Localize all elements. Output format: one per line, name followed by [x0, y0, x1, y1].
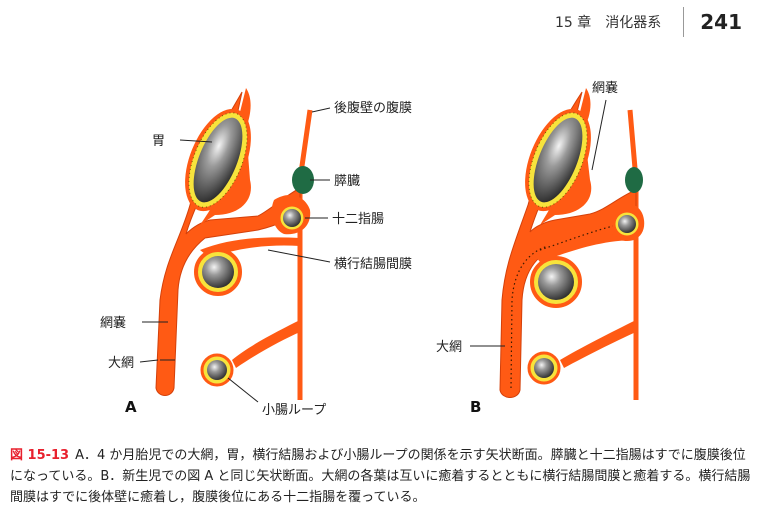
small-intestine-a-lumen	[207, 360, 227, 380]
fused-mesocolon-b	[530, 222, 636, 262]
transverse-colon-a-lumen	[202, 256, 234, 288]
panel-b-letter: B	[470, 398, 481, 416]
page-header: 15 章 消化器系 241	[554, 7, 742, 37]
panel-a-letter: A	[125, 398, 137, 416]
label-greater-omentum-a: 大網	[108, 356, 134, 371]
fusion-line-omentum	[510, 245, 549, 389]
label-duodenum: 十二指腸	[332, 212, 384, 227]
duodenum-a-lumen	[283, 209, 301, 227]
label-omental-bursa-b: 網嚢	[592, 80, 618, 96]
transverse-colon-b-lumen	[538, 264, 574, 300]
label-transverse-mesocolon: 横行結腸間膜	[334, 257, 412, 272]
header-divider	[683, 7, 685, 37]
label-posterior-peritoneum: 後腹壁の腹膜	[334, 100, 412, 116]
greater-omentum-a	[155, 91, 301, 396]
label-omental-bursa-a: 網嚢	[100, 315, 126, 331]
pancreas-a	[292, 166, 314, 194]
leader-lines-b	[470, 99, 607, 347]
pancreas-b	[625, 167, 643, 193]
panel-b-diagram: 網嚢 大網 B	[436, 80, 645, 416]
stomach-lumen	[193, 117, 243, 203]
chapter-title: 15 章 消化器系	[554, 15, 662, 31]
caption-number: 図 15-13	[10, 448, 70, 463]
panel-a-diagram: 胃 後腹壁の腹膜 膵臓 十二指腸 横行結腸間膜 網嚢 大網 小腸ループ A	[100, 88, 412, 418]
duodenum-b-lumen	[618, 215, 636, 233]
posterior-wall-peritoneum-b	[627, 109, 639, 400]
figure-15-13: 胃 後腹壁の腹膜 膵臓 十二指腸 横行結腸間膜 網嚢 大網 小腸ループ A	[100, 80, 645, 418]
small-intestine-b-lumen	[534, 358, 554, 378]
page-number: 241	[700, 10, 742, 34]
fusion-line-mesocolon	[539, 221, 631, 251]
label-stomach: 胃	[152, 134, 165, 149]
posterior-wall-peritoneum	[297, 109, 313, 400]
mesentery-a	[232, 320, 300, 368]
caption-text: A．4 か月胎児での大網，胃，横行結腸および小腸ループの関係を示す矢状断面。膵臓…	[10, 448, 751, 505]
label-small-intestine-loop: 小腸ループ	[262, 403, 326, 418]
label-pancreas: 膵臓	[334, 174, 360, 189]
stomach-lumen-b	[533, 117, 583, 203]
leader-lines-a	[139, 107, 331, 403]
label-greater-omentum-b: 大網	[436, 340, 462, 355]
mesentery-b	[560, 320, 636, 368]
